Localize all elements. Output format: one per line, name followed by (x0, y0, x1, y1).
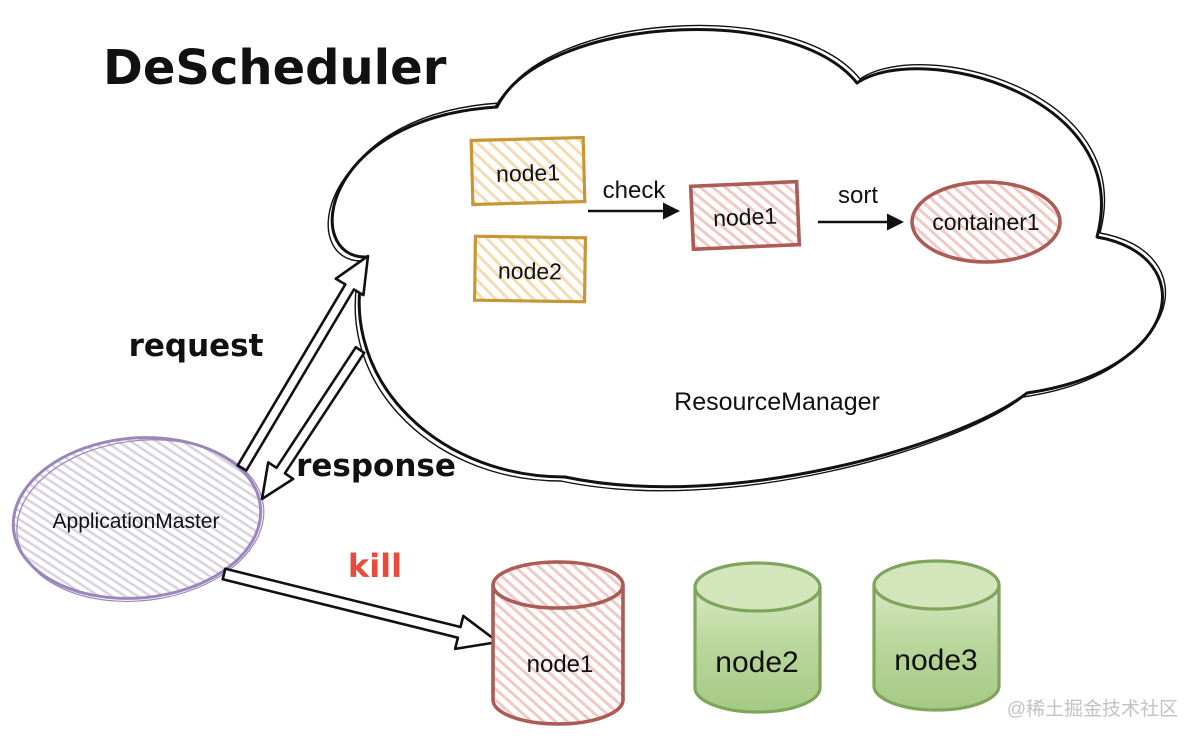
application-master-ellipse (11, 436, 263, 600)
kill-label: kill (348, 547, 402, 585)
cloud-node1-rect (469, 135, 587, 207)
cloud-node1-box: node1 (469, 135, 587, 207)
node3-cylinder: node3 (872, 559, 1001, 712)
node2-cylinder-body (693, 587, 822, 714)
watermark: @稀土掘金技术社区 (1007, 698, 1178, 720)
application-master-accent (16, 439, 265, 603)
checked-node-rect (688, 179, 802, 252)
sort-label: sort (838, 182, 878, 209)
cloud-node2-rect (472, 234, 588, 304)
container1-node: container1 (910, 180, 1062, 264)
node2-cylinder-top (693, 561, 822, 613)
node1-cylinder: node1 (491, 560, 625, 726)
checked-node-box: node1 (688, 179, 802, 252)
node2-cylinder-label: node2 (715, 646, 798, 679)
cloud-node1-label: node1 (496, 159, 561, 187)
node1-cylinder-label: node1 (527, 651, 594, 678)
cloud-outline (330, 28, 1164, 489)
sort-arrow-head (887, 213, 904, 231)
cloud-node2-label: node2 (498, 258, 562, 285)
application-master: ApplicationMaster (11, 436, 265, 603)
cloud-node2-box: node2 (472, 234, 588, 304)
container1-ellipse (910, 180, 1062, 264)
kill-arrow (221, 567, 500, 651)
container1-label: container1 (932, 209, 1039, 235)
diagram-title: DeScheduler (103, 40, 447, 96)
node1-cylinder-top (491, 560, 625, 610)
resource-manager-cloud: ResourceManager node1 node2 check node1 … (327, 24, 1167, 492)
node3-cylinder-label: node3 (894, 644, 977, 677)
checked-node-label: node1 (713, 203, 778, 232)
check-arrow-head (663, 202, 680, 220)
check-label: check (603, 177, 667, 204)
node1-cylinder-body (491, 585, 625, 726)
sort-arrow (818, 213, 904, 231)
node3-cylinder-body (872, 585, 1001, 712)
request-label: request (129, 328, 264, 364)
application-master-label: ApplicationMaster (53, 510, 220, 533)
response-label: response (296, 448, 456, 484)
resource-manager-label: ResourceManager (674, 388, 880, 416)
response-arrow (260, 345, 366, 501)
node3-cylinder-top (872, 559, 1001, 611)
node2-cylinder: node2 (693, 561, 822, 714)
check-arrow (588, 202, 680, 220)
request-arrow (236, 254, 370, 472)
